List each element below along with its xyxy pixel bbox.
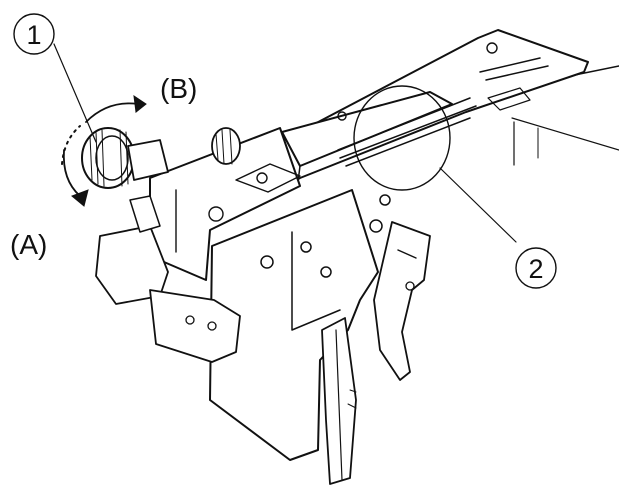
rotation-arrow-b-icon xyxy=(85,94,147,123)
detail-circle xyxy=(353,85,517,243)
presser-foot-lever xyxy=(373,221,431,381)
lower-clamp-assembly xyxy=(95,195,241,363)
direction-label-a: (A) xyxy=(10,229,47,260)
front-housing-plate xyxy=(209,189,391,461)
callout-2: 2 xyxy=(515,247,557,289)
callout-1: 1 xyxy=(13,13,55,55)
callout-1-leader xyxy=(53,43,97,143)
needle-plate xyxy=(207,29,589,197)
callout-1-number: 1 xyxy=(26,20,41,50)
dotted-rotation-indicator xyxy=(61,125,81,165)
adjustment-knob xyxy=(81,127,241,189)
support-blade xyxy=(321,317,357,485)
callout-2-number: 2 xyxy=(528,254,543,284)
direction-label-b: (B) xyxy=(160,73,197,104)
